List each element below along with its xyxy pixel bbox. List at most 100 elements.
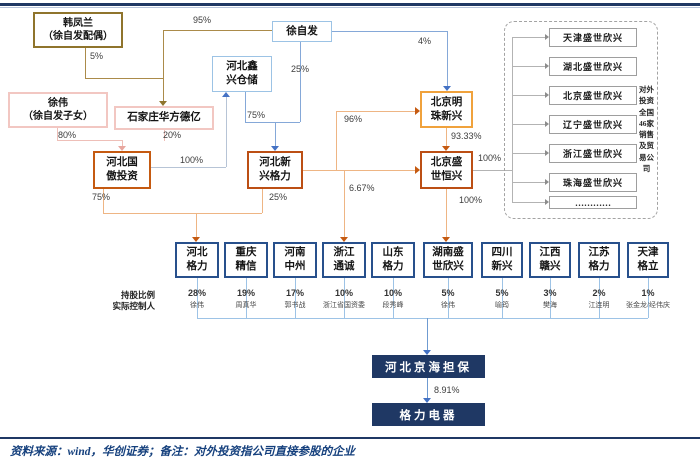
edge-line <box>336 111 337 170</box>
edge-label-100-group: 100% <box>478 153 502 163</box>
node-henan-zhongzhou: 河南 中州 <box>273 242 317 278</box>
edge-line <box>512 37 513 202</box>
edge-line <box>151 167 226 168</box>
pct-value: 10% <box>334 288 353 298</box>
pct-value: 1% <box>641 288 655 298</box>
edge-line <box>164 130 165 141</box>
node-jiangsu-geli: 江苏 格力 <box>578 242 620 278</box>
controller-name: 浙江省国资委 <box>323 301 365 309</box>
edge-line <box>344 170 345 237</box>
edge-line <box>226 96 227 167</box>
pct-value: 17% <box>285 288 304 298</box>
edge-line <box>393 278 394 318</box>
node-beijing-mingzhu-xinxing: 北京明 珠新兴 <box>420 91 473 128</box>
arrow-right-icon <box>415 107 420 115</box>
node-xu-wei: 徐伟 （徐自发子女） <box>8 92 108 128</box>
edge-line <box>446 189 447 237</box>
controller-name: 周真华 <box>235 301 257 309</box>
node-han-fenglan: 韩凤兰 （徐自发配偶） <box>33 12 123 48</box>
arrow-down-icon <box>442 146 450 151</box>
arrow-down-icon <box>118 146 126 151</box>
edge-line <box>502 278 503 318</box>
edge-line <box>245 122 300 123</box>
node-sichuan-xinxing: 四川 新兴 <box>481 242 523 278</box>
edge-label-9333: 93.33% <box>451 131 482 141</box>
node-hebei-xinxing-geli: 河北新 兴格力 <box>247 151 303 189</box>
arrow-down-icon <box>192 237 200 242</box>
edge-line <box>197 278 198 318</box>
node-subsidiary: 天津盛世欣兴 <box>549 28 637 47</box>
arrow-right-icon <box>545 150 549 156</box>
arrow-right-icon <box>545 34 549 40</box>
top-rule-thin <box>0 7 700 8</box>
node-beijing-shengshi-hengxing: 北京盛 世恒兴 <box>420 151 473 189</box>
bottom-rule <box>0 437 700 439</box>
pct-value: 10% <box>383 288 402 298</box>
pct-value: 2% <box>592 288 606 298</box>
controller-name: 郭书战 <box>284 301 306 309</box>
edge-line <box>512 124 545 125</box>
edge-line <box>57 140 123 141</box>
edge-line <box>512 153 545 154</box>
edge-line <box>599 278 600 318</box>
arrow-down-icon <box>423 398 431 403</box>
row-label-controller: 实际控制人 <box>112 301 155 311</box>
subsidiary-group-frame <box>504 21 658 219</box>
edge-label-891: 8.91% <box>434 385 460 395</box>
edge-line <box>262 189 263 213</box>
edge-line <box>103 213 262 214</box>
edge-line <box>648 278 649 318</box>
node-subsidiary: 珠海盛世欣兴 <box>549 173 637 192</box>
arrow-down-icon <box>443 86 451 91</box>
arrow-down-icon <box>340 237 348 242</box>
edge-line <box>427 318 428 351</box>
edge-label-25-hb: 25% <box>269 192 288 202</box>
node-hunan-shengshi-xinxing: 湖南盛 世欣兴 <box>423 242 473 278</box>
edge-line <box>85 48 86 78</box>
edge-line <box>163 30 272 31</box>
top-rule <box>0 3 700 6</box>
edge-line <box>57 128 58 140</box>
node-zhejiang-tongcheng: 浙江 通诚 <box>322 242 366 278</box>
edge-label-20: 20% <box>163 130 182 140</box>
arrow-down-icon <box>159 101 167 106</box>
edge-label-75-hb: 75% <box>92 192 111 202</box>
row-label-shareholding: 持股比例 <box>120 290 155 300</box>
edge-label-100-hunan: 100% <box>459 195 483 205</box>
node-hebei-guoao-touzi: 河北国 傲投资 <box>93 151 151 189</box>
edge-line <box>197 318 648 319</box>
node-subsidiary-ellipsis: ………… <box>549 196 637 209</box>
source-note: 资料来源：wind，华创证券；备注：对外投资指公司直接参股的企业 <box>10 446 356 458</box>
edge-label-96: 96% <box>344 114 363 124</box>
node-hebei-xinxing-cangchu: 河北鑫 兴仓储 <box>212 56 272 92</box>
edge-line <box>122 140 123 148</box>
node-subsidiary: 辽宁盛世欣兴 <box>549 115 637 134</box>
pct-value: 5% <box>495 288 509 298</box>
controller-name: 江连明 <box>588 301 610 309</box>
edge-line <box>303 170 415 171</box>
node-xu-zifa: 徐自发 <box>272 21 332 42</box>
controller-name: 喻筠 <box>495 301 509 309</box>
arrow-right-icon <box>545 92 549 98</box>
pct-value: 3% <box>543 288 557 298</box>
edge-line <box>196 213 197 237</box>
edge-label-95: 95% <box>193 15 212 25</box>
controller-name: 樊海 <box>543 301 557 309</box>
edge-label-75: 75% <box>247 110 266 120</box>
node-shandong-geli: 山东 格力 <box>371 242 415 278</box>
arrow-right-icon <box>545 199 549 205</box>
node-subsidiary: 湖北盛世欣兴 <box>549 57 637 76</box>
controller-name: 张金龙/经伟庆 <box>626 301 670 309</box>
edge-line <box>512 95 545 96</box>
arrow-up-icon <box>222 92 230 97</box>
edge-line <box>332 31 447 32</box>
arrow-down-icon <box>423 350 431 355</box>
node-hebei-geli: 河北 格力 <box>175 242 219 278</box>
edge-line <box>163 30 164 101</box>
edge-line <box>245 92 246 122</box>
edge-line <box>512 182 545 183</box>
edge-line <box>447 31 448 86</box>
arrow-right-icon <box>545 63 549 69</box>
pct-value: 28% <box>187 288 206 298</box>
